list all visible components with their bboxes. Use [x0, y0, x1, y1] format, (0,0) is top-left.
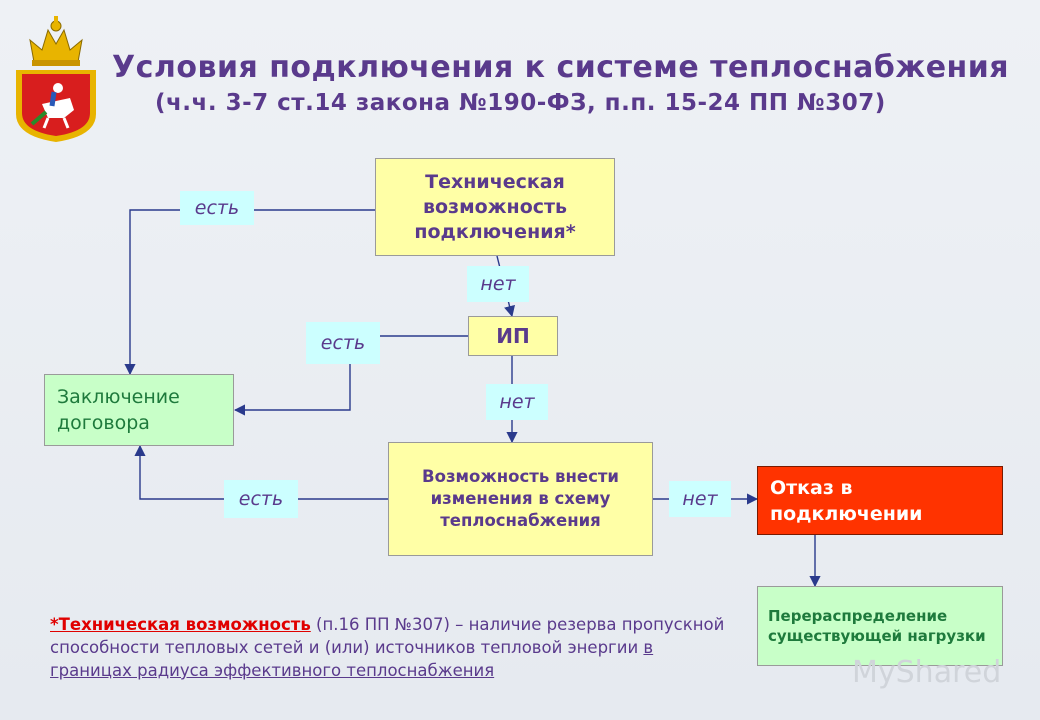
- footnote-text: (п.16 ПП №307) – наличие резерва пропуск…: [50, 615, 725, 657]
- label-yes-ip: есть: [306, 322, 380, 364]
- footnote-term: *Техническая возможность: [50, 615, 311, 634]
- label-no-ip: нет: [486, 384, 548, 420]
- contract-box: Заключение договора: [44, 374, 234, 446]
- label-no-tech: нет: [467, 266, 529, 302]
- refusal-box: Отказ в подключении: [757, 466, 1003, 535]
- edge-tech-yes: [124, 209, 375, 376]
- label-yes-tech: есть: [180, 191, 254, 225]
- edge-ip-yes: [233, 335, 468, 416]
- change-possibility-box: Возможность внести изменения в схему теп…: [388, 442, 653, 556]
- edge-change-yes: [134, 444, 388, 500]
- redistribution-box: Перераспределение существующей нагрузки: [757, 586, 1003, 666]
- footnote: *Техническая возможность (п.16 ПП №307) …: [50, 613, 730, 682]
- contract-text: Заключение договора: [57, 386, 180, 434]
- ip-box: ИП: [468, 316, 558, 356]
- footnote-boundary: в границах радиуса эффективного теплосна…: [50, 638, 654, 680]
- ip-text: ИП: [496, 324, 530, 348]
- label-yes-change: есть: [224, 480, 298, 518]
- change-possibility-text: Возможность внести изменения в схему теп…: [422, 467, 619, 530]
- redistribution-text: Перераспределение существующей нагрузки: [768, 607, 986, 645]
- label-no-change: нет: [669, 481, 731, 517]
- refusal-text: Отказ в подключении: [770, 476, 923, 525]
- coat-of-arms-emblem: [16, 16, 96, 142]
- page-subtitle: (ч.ч. 3-7 ст.14 закона №190-ФЗ, п.п. 15-…: [155, 90, 886, 116]
- watermark: MyShared: [852, 655, 1002, 690]
- tech-possibility-box: Техническая возможность подключения*: [375, 158, 615, 256]
- page-title: Условия подключения к системе теплоснабж…: [112, 50, 1010, 85]
- tech-possibility-text: Техническая возможность подключения*: [414, 170, 576, 243]
